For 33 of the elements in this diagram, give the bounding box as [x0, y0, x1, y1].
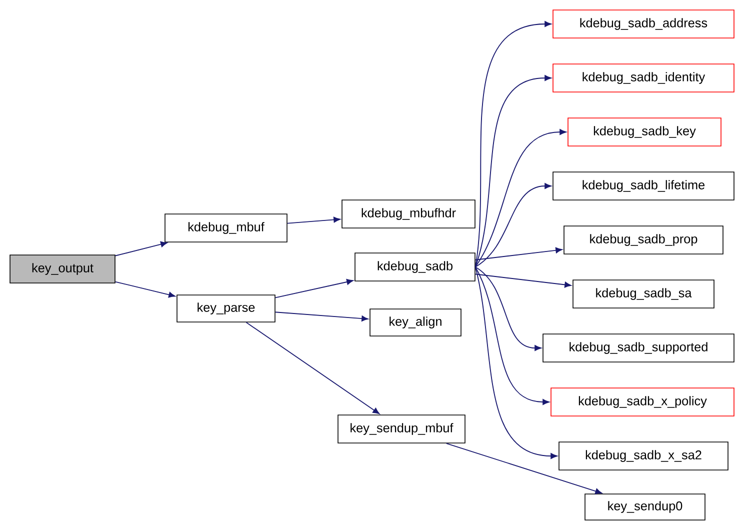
arrow — [274, 278, 354, 298]
function-box: kdebug_sadb_sa — [572, 280, 714, 308]
arrow — [246, 322, 380, 414]
function-box: kdebug_sadb_supported — [542, 334, 734, 362]
arrow — [474, 183, 552, 268]
arrow — [474, 274, 572, 288]
function-box: key_sendup_mbuf — [338, 414, 466, 444]
arrow — [446, 442, 602, 494]
arrow — [274, 312, 368, 322]
arrow — [114, 241, 168, 256]
function-box: key_parse — [176, 294, 276, 322]
arrow — [474, 266, 558, 459]
arrow — [474, 129, 566, 268]
arrow — [114, 281, 176, 298]
function-box: kdebug_sadb_x_policy — [550, 388, 734, 416]
function-box: key_align — [370, 308, 462, 336]
function-box: kdebug_sadb_x_sa2 — [558, 442, 728, 470]
function-box: kdebug_sadb_key — [568, 118, 722, 146]
arrow — [474, 75, 552, 268]
function-box: kdebug_sadb — [354, 252, 476, 282]
arrow — [474, 266, 542, 351]
arrow — [474, 21, 552, 268]
function-box: kdebug_sadb_address — [552, 10, 734, 38]
arrow — [474, 266, 550, 405]
function-box: kdebug_mbuf — [164, 214, 288, 242]
function-box: kdebug_sadb_lifetime — [552, 172, 734, 200]
function-box: kdebug_sadb_prop — [564, 226, 724, 254]
function-box: kdebug_sadb_identity — [552, 64, 734, 92]
function-box: key_output — [10, 254, 116, 284]
function-box: key_sendup0 — [584, 494, 706, 520]
function-box: kdebug_mbufhdr — [342, 200, 476, 228]
arrow — [474, 247, 562, 260]
arrow — [286, 216, 340, 224]
